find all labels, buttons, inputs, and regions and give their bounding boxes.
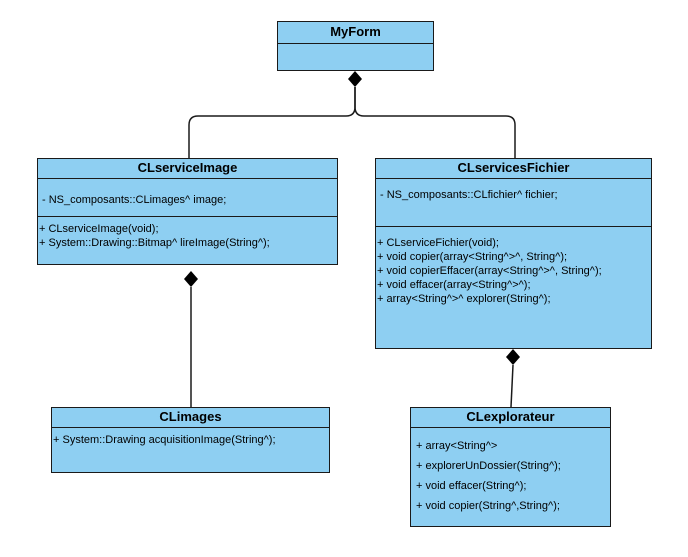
class-myform[interactable]: MyForm xyxy=(277,21,434,71)
composition-diamond-myform xyxy=(348,71,362,87)
class-clservicesfichier[interactable]: CLservicesFichier - NS_composants::CLfic… xyxy=(375,158,652,349)
composition-diamond-servicesfichier xyxy=(506,349,520,365)
composition-myform-servicesfichier xyxy=(354,87,516,158)
composition-servicesfichier-explorateur xyxy=(510,364,514,408)
attribute: - NS_composants::CLimages^ image; xyxy=(42,194,227,206)
class-name: CLexplorateur xyxy=(411,408,610,428)
operation: + System::Drawing::Bitmap^ lireImage(Str… xyxy=(39,237,270,249)
composition-myform-serviceimage xyxy=(188,87,356,158)
operation: + void copier(array<String^>^, String^); xyxy=(377,251,568,263)
operations-compartment: + CLserviceFichier(void); + void copier(… xyxy=(376,227,651,306)
operations-compartment: + System::Drawing acquisitionImage(Strin… xyxy=(52,428,329,447)
attributes-compartment: - NS_composants::CLfichier^ fichier; xyxy=(376,179,651,227)
class-name: MyForm xyxy=(278,22,433,44)
class-clserviceimage[interactable]: CLserviceImage - NS_composants::CLimages… xyxy=(37,158,338,265)
operation: + explorerUnDossier(String^); xyxy=(416,460,561,472)
composition-diamond-serviceimage xyxy=(184,271,198,287)
operation: + CLserviceFichier(void); xyxy=(377,237,499,249)
class-name: CLserviceImage xyxy=(38,159,337,179)
operation: + CLserviceImage(void); xyxy=(39,223,159,235)
class-name: CLservicesFichier xyxy=(376,159,651,179)
operation: + array<String^>^ explorer(String^); xyxy=(377,293,551,305)
operation: + void copierEffacer(array<String^>^, St… xyxy=(377,265,602,277)
operation: + System::Drawing acquisitionImage(Strin… xyxy=(53,434,276,446)
operation: + array<String^> xyxy=(416,440,498,452)
operation: + void effacer(String^); xyxy=(416,480,527,492)
attribute: - NS_composants::CLfichier^ fichier; xyxy=(380,189,558,201)
class-climages[interactable]: CLimages + System::Drawing acquisitionIm… xyxy=(51,407,330,473)
class-name: CLimages xyxy=(52,408,329,428)
class-clexplorateur[interactable]: CLexplorateur + array<String^> + explore… xyxy=(410,407,611,527)
operation: + void effacer(array<String^>^); xyxy=(377,279,531,291)
attributes-compartment: - NS_composants::CLimages^ image; xyxy=(38,179,337,217)
operation: + void copier(String^,String^); xyxy=(416,500,560,512)
operations-compartment: + array<String^> + explorerUnDossier(Str… xyxy=(411,428,610,516)
operations-compartment: + CLserviceImage(void); + System::Drawin… xyxy=(38,217,337,250)
